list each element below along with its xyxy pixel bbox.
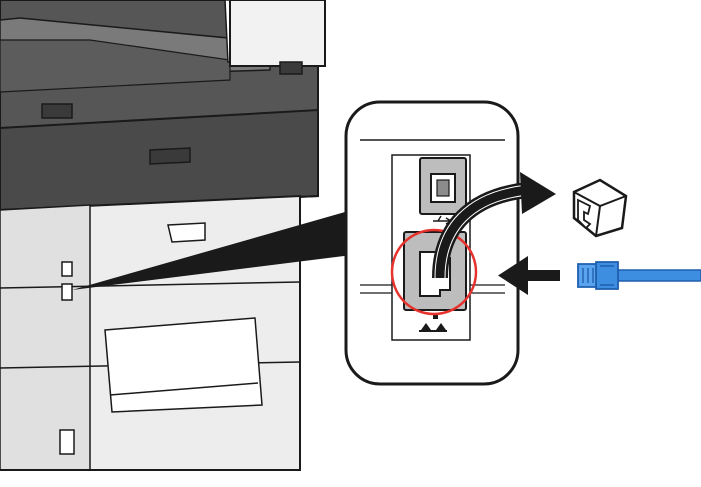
drawer-line-1 xyxy=(0,281,301,289)
printer-port-lan xyxy=(61,283,73,301)
left-arrow-icon xyxy=(498,256,560,295)
hinge-left xyxy=(41,103,73,119)
output-cover xyxy=(229,0,326,67)
document-tray xyxy=(0,39,231,93)
usb-port-icon xyxy=(419,157,467,215)
rear-feed-lip xyxy=(109,382,259,396)
lan-cable-icon xyxy=(577,261,701,290)
highlight-circle xyxy=(390,228,478,316)
printer-port-usb xyxy=(61,261,73,277)
callout-pointer xyxy=(72,210,352,290)
rear-feed-cover xyxy=(104,317,263,413)
rear-slot xyxy=(149,147,191,165)
printer-body xyxy=(0,0,326,471)
curved-arrow-icon xyxy=(432,172,556,279)
printer-lower-side xyxy=(0,204,91,471)
callout-detail xyxy=(344,100,520,386)
port-cap-icon xyxy=(572,178,628,238)
rear-handle xyxy=(167,222,206,243)
hinge-right xyxy=(279,61,303,75)
printer-foot-slot xyxy=(59,429,75,455)
network-symbol-icon xyxy=(419,314,447,332)
